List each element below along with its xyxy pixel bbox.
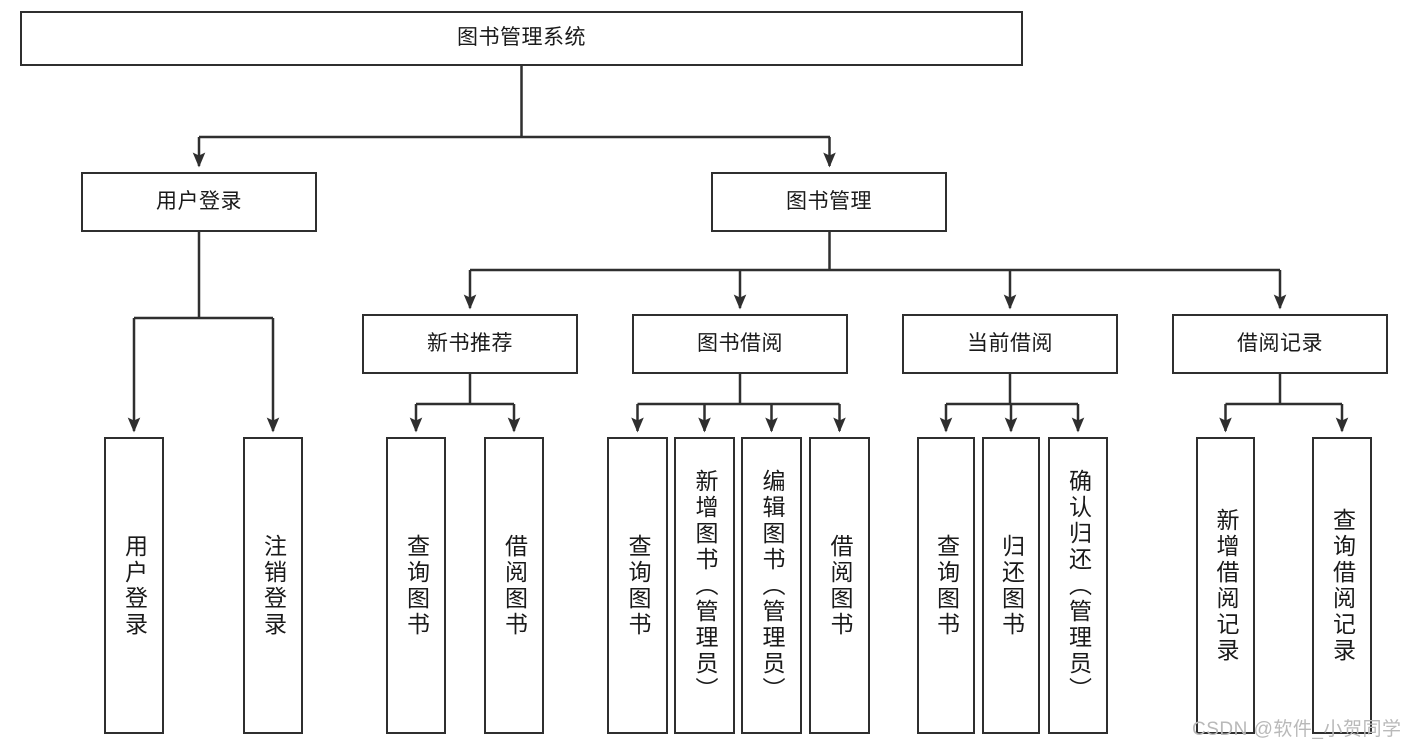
leaf-node-label: 查询图书 (933, 533, 960, 638)
node-current-borrowing-label: 当前借阅 (967, 331, 1053, 355)
leaf-node[interactable]: 查询图书 (386, 437, 446, 734)
node-borrowing-records-label: 借阅记录 (1237, 331, 1323, 355)
leaf-node[interactable]: 查询借阅记录 (1312, 437, 1372, 734)
leaf-node-label: 借阅图书 (827, 533, 853, 638)
node-borrowing-records[interactable]: 借阅记录 (1172, 314, 1388, 374)
node-new-book-recommendation-label: 新书推荐 (427, 331, 513, 355)
leaf-node[interactable]: 新增借阅记录 (1196, 437, 1255, 734)
leaf-node[interactable]: 用户登录 (104, 437, 164, 734)
node-new-book-recommendation[interactable]: 新书推荐 (362, 314, 578, 374)
node-current-borrowing[interactable]: 当前借阅 (902, 314, 1118, 374)
node-book-management[interactable]: 图书管理 (711, 172, 947, 232)
leaf-node-label: 新增借阅记录 (1213, 507, 1239, 664)
node-book-management-label: 图书管理 (786, 189, 872, 213)
leaf-node[interactable]: 确认归还（管理员） (1048, 437, 1108, 734)
leaf-node-label: 查询借阅记录 (1329, 507, 1356, 664)
leaf-node[interactable]: 注销登录 (243, 437, 303, 734)
leaf-node-label: 新增图书（管理员） (692, 468, 718, 703)
node-root-label: 图书管理系统 (457, 26, 586, 50)
node-book-borrowing[interactable]: 图书借阅 (632, 314, 848, 374)
leaf-node[interactable]: 查询图书 (917, 437, 975, 734)
node-user-login[interactable]: 用户登录 (81, 172, 317, 232)
leaf-node[interactable]: 归还图书 (982, 437, 1040, 734)
leaf-node[interactable]: 借阅图书 (484, 437, 544, 734)
leaf-node-label: 用户登录 (121, 533, 148, 638)
leaf-node[interactable]: 编辑图书（管理员） (741, 437, 802, 734)
leaf-node-label: 编辑图书（管理员） (759, 468, 785, 703)
csdn-watermark: CSDN @软件_小贺同学 (1192, 719, 1402, 740)
leaf-node-label: 注销登录 (260, 533, 287, 638)
leaf-node[interactable]: 借阅图书 (809, 437, 870, 734)
leaf-node-label: 查询图书 (625, 533, 651, 638)
leaf-node-label: 归还图书 (998, 533, 1025, 638)
leaf-node-label: 查询图书 (403, 533, 430, 638)
leaf-node[interactable]: 查询图书 (607, 437, 668, 734)
node-root-system[interactable]: 图书管理系统 (20, 11, 1023, 66)
node-book-borrowing-label: 图书借阅 (697, 331, 783, 355)
leaf-node[interactable]: 新增图书（管理员） (674, 437, 735, 734)
leaf-node-label: 确认归还（管理员） (1065, 468, 1092, 703)
leaf-node-label: 借阅图书 (501, 533, 528, 638)
node-user-login-label: 用户登录 (156, 189, 242, 213)
